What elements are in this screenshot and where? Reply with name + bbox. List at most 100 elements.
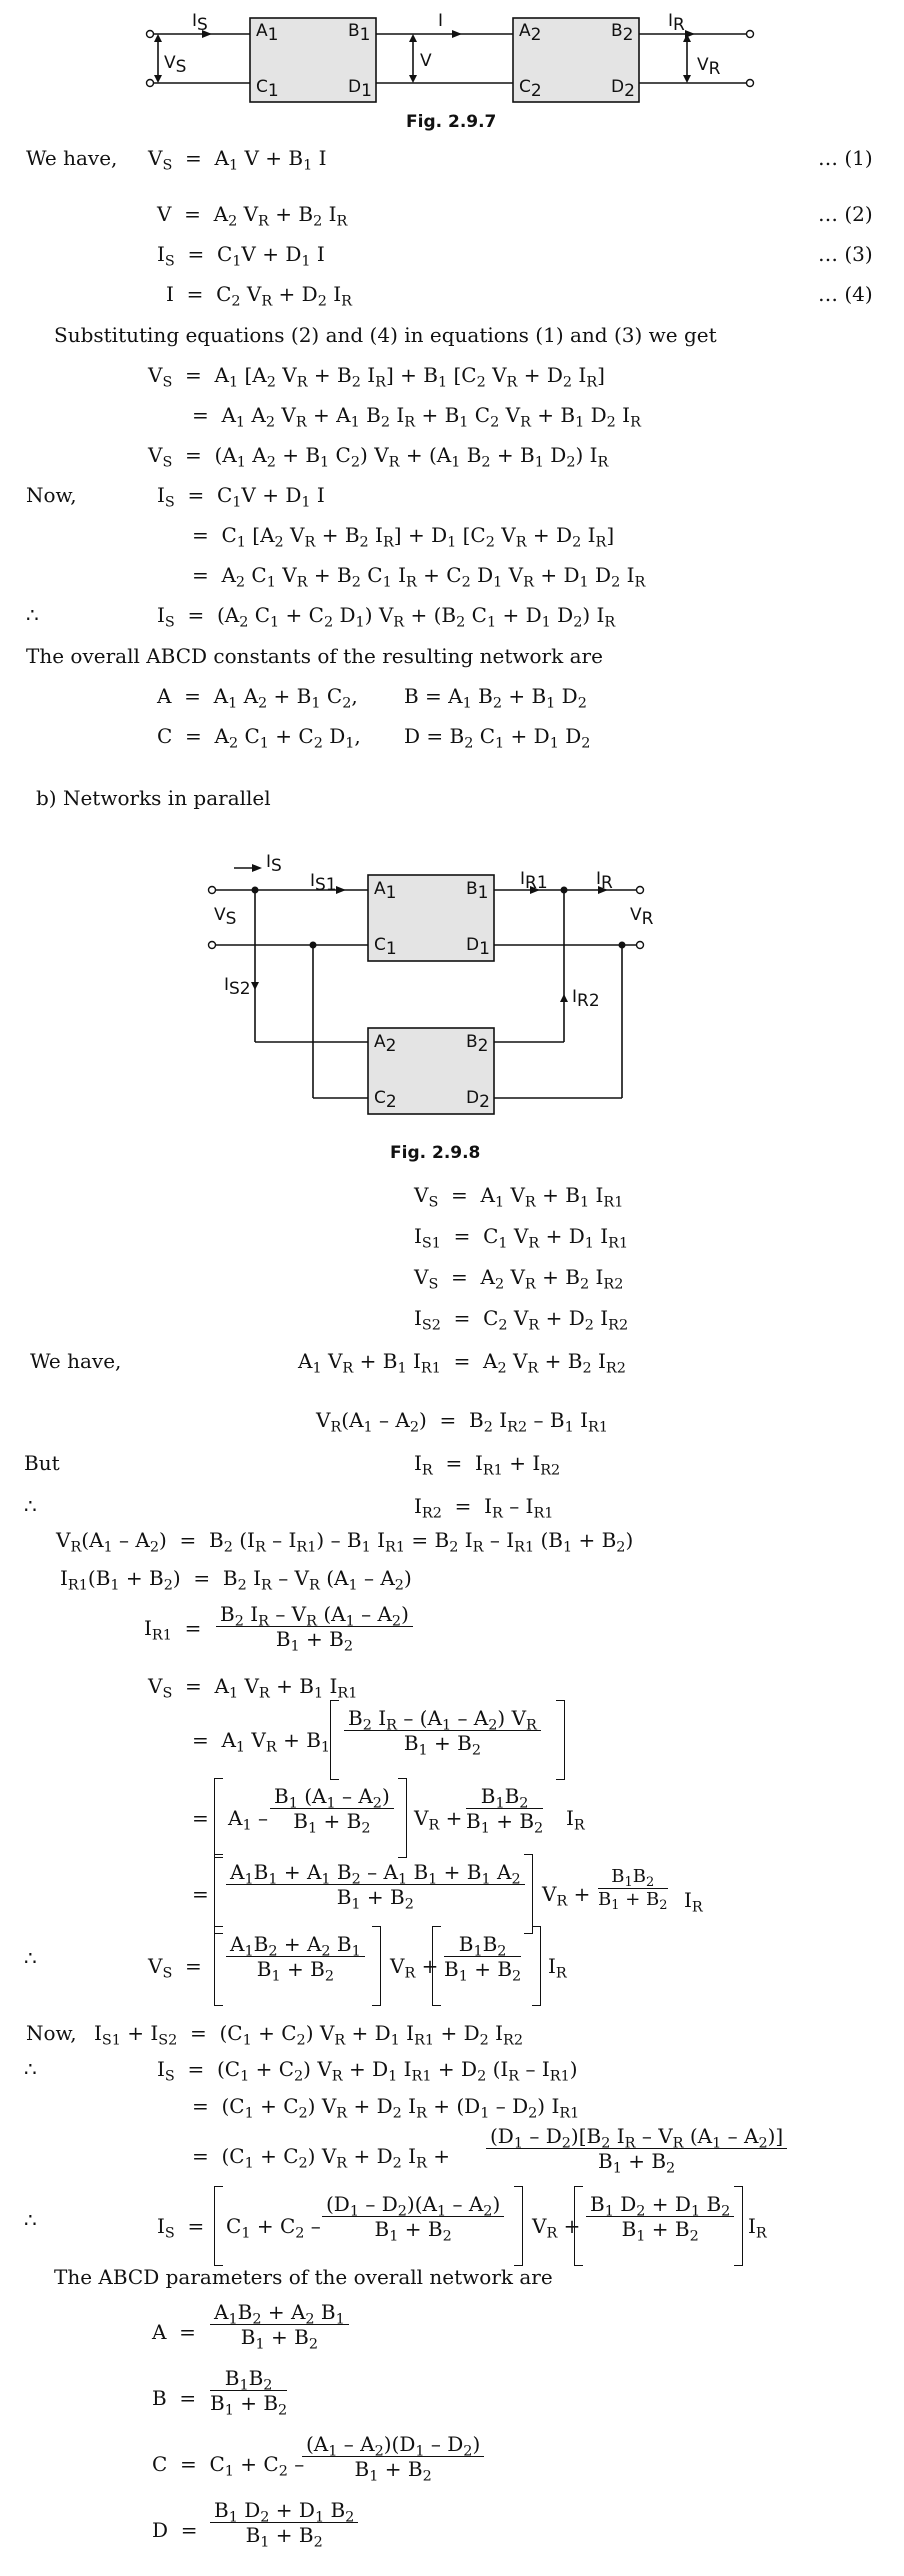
bracket-left: [574, 2186, 583, 2266]
eq-p-equate: A1 VR + B1 IR1 = A2 VR + B2 IR2: [298, 1349, 626, 1377]
bracket-right: [532, 1926, 541, 2006]
frac-param-d: B1 D2 + D1 B2 B1 + B2: [210, 2498, 359, 2550]
fig-caption-2-9-8: Fig. 2.9.8: [390, 1143, 481, 1163]
eq-3: IS = C1V + D1 I: [157, 242, 325, 270]
eq-p-is2: IS2 = C2 VR + D2 IR2: [414, 1306, 629, 1334]
eq-p-vs-final-lhs: VS =: [148, 1954, 202, 1982]
fig1-v-label: V: [420, 51, 432, 71]
bracket-right: [372, 1926, 381, 2006]
bracket-right: [514, 2186, 523, 2266]
param-b-lhs: B =: [152, 2386, 197, 2410]
fig2-b1-label: B1: [466, 879, 489, 903]
figure-2-9-8: IS IS1 VS IS2 A1 B1 C1 D1 A2 B2 C2 D2 IR…: [207, 852, 654, 1115]
eq-is-expand: = A2 C1 VR + B2 C1 IR + C2 D1 VR + D1 D2…: [192, 563, 646, 591]
eq-is-result: IS = (A2 C1 + C2 D1) VR + (B2 C1 + D1 D2…: [157, 603, 616, 631]
fig1-vs-label: VS: [164, 53, 186, 77]
fig1-is-label: IS: [192, 11, 208, 35]
eq-p-ir2: IR2 = IR – IR1: [414, 1494, 554, 1522]
fig1-c2-label: C2: [519, 77, 542, 101]
fig1-a1-label: A1: [256, 21, 278, 45]
frac-vs-final-a: A1B2 + A2 B1 B1 + B2: [226, 1932, 365, 1984]
eq-p-vs-3: VS = A1 VR + B1 IR1: [148, 1674, 358, 1702]
we-have-label: We have,: [26, 146, 118, 170]
bracket-left: [214, 1926, 223, 2006]
parallel-network-1-box: [367, 874, 495, 962]
therefore-3: ∴: [24, 1946, 37, 1970]
frac-is-final-b: B1 D2 + D1 B2 B1 + B2: [586, 2192, 735, 2244]
eq-p-is-expand: = (C1 + C2) VR + D2 IR + (D1 – D2) IR1: [192, 2094, 580, 2122]
eq-p-is-final-c: C1 + C2 –: [226, 2214, 321, 2242]
param-a-lhs: A =: [152, 2320, 196, 2344]
eq-number-4: … (4): [818, 282, 873, 306]
parallel-network-2-box: [367, 1027, 495, 1115]
eq-p-vs-2: VS = A2 VR + B2 IR2: [414, 1265, 624, 1293]
eq-p-ir1-sum: IR1(B1 + B2) = B2 IR – VR (A1 – A2): [60, 1566, 412, 1594]
eq-p-vs-5-vr: VR +: [414, 1806, 463, 1834]
fig2-a1-label: A1: [374, 879, 396, 903]
frac-is-sub: (D1 – D2)[B2 IR – VR (A1 – A2)] B1 + B2: [486, 2124, 788, 2176]
param-c-lhs: C = C1 + C2 –: [152, 2452, 305, 2480]
fig2-c1-label: C1: [374, 935, 397, 959]
fig2-is-label: IS: [266, 852, 282, 876]
eq-p-vs-final-ir: IR: [548, 1954, 567, 1982]
eq-number-1: … (1): [818, 146, 873, 170]
frac-param-c: (A1 – A2)(D1 – D2) B1 + B2: [302, 2432, 485, 2484]
fig2-a2-label: A2: [374, 1032, 396, 1056]
frac-param-b: B1B2 B1 + B2: [210, 2366, 288, 2419]
abcd-overall-text: The ABCD parameters of the overall netwo…: [54, 2265, 553, 2289]
therefore-1: ∴: [26, 603, 39, 627]
bracket-right: [398, 1778, 407, 1858]
eq-p-vs-6-vr: VR +: [542, 1882, 591, 1910]
network-2-box: [512, 17, 640, 103]
fig2-b2-label: B2: [466, 1032, 489, 1056]
eq-1: VS = A1 V + B1 I: [148, 146, 327, 174]
eq-is-sub: = C1 [A2 VR + B2 IR] + D1 [C2 VR + D2 IR…: [192, 523, 615, 551]
substituting-text: Substituting equations (2) and (4) in eq…: [54, 323, 717, 347]
bracket-left: [214, 1854, 223, 1934]
eq-p-vs-6-ir: IR: [684, 1888, 703, 1916]
frac-vs-4: B2 IR – (A1 – A2) VR B1 + B2: [344, 1706, 541, 1758]
fig2-ir1-label: IR1: [520, 869, 548, 893]
eq-number-2: … (2): [818, 202, 873, 226]
eq-is-1: IS = C1V + D1 I: [157, 483, 325, 511]
eq-p-is-frac-head: = (C1 + C2) VR + D2 IR +: [192, 2144, 451, 2172]
eq-p-vs-6-eq: =: [192, 1882, 209, 1906]
fig2-is2-label: IS2: [224, 975, 251, 999]
eq-c-series: C = A2 C1 + C2 D1,: [157, 724, 361, 752]
eq-p-vr-diff: VR(A1 – A2) = B2 IR2 – B1 IR1: [316, 1408, 608, 1436]
bracket-left: [432, 1926, 441, 2006]
parallel-heading: b) Networks in parallel: [36, 786, 271, 810]
bracket-right: [556, 1700, 565, 1780]
therefore-4: ∴: [24, 2057, 37, 2081]
param-d-lhs: D =: [152, 2518, 198, 2542]
fig2-c2-label: C2: [374, 1088, 397, 1112]
fig1-b2-label: B2: [611, 21, 634, 45]
eq-number-3: … (3): [818, 242, 873, 266]
eq-p-vs-final-vr: VR +: [390, 1954, 439, 1982]
eq-p-is-final-ir: IR: [748, 2214, 767, 2242]
eq-p-is-sub: IS = (C1 + C2) VR + D1 IR1 + D2 (IR – IR…: [157, 2057, 578, 2085]
fig2-ir-label: IR: [596, 869, 613, 893]
eq-vs-expand: = A1 A2 VR + A1 B2 IR + B1 C2 VR + B1 D2…: [192, 403, 641, 431]
eq-vs-sub: VS = A1 [A2 VR + B2 IR] + B1 [C2 VR + D2…: [148, 363, 605, 391]
bracket-right: [524, 1854, 533, 1934]
frac-vs-final-b: B1B2 B1 + B2: [444, 1932, 522, 1985]
bracket-left: [214, 1778, 223, 1858]
figure-2-9-7: IS VS A1 B1 C1 D1 I V A2 B2 C2 D2 IR VR: [145, 11, 755, 103]
fig1-c1-label: C1: [256, 77, 279, 101]
frac-vs-6a: A1B1 + A1 B2 – A1 B1 + B1 A2 B1 + B2: [226, 1860, 525, 1912]
eq-p-vs-5-a1: A1 –: [228, 1806, 268, 1834]
frac-vs-5b: B1B2 B1 + B2: [466, 1784, 544, 1837]
fig1-i-label: I: [438, 11, 443, 31]
fig1-ir-label: IR: [668, 11, 685, 35]
fig2-vr-label: VR: [630, 905, 654, 929]
eq-p-is-final-lhs: IS =: [157, 2214, 205, 2242]
eq-p-vs-1: VS = A1 VR + B1 IR1: [414, 1183, 624, 1211]
frac-vs-5a: B1 (A1 – A2) B1 + B2: [270, 1784, 394, 1836]
eq-p-is-sum: IS1 + IS2 = (C1 + C2) VR + D1 IR1 + D2 I…: [94, 2021, 524, 2049]
therefore-2: ∴: [24, 1494, 37, 1518]
frac-param-a: A1B2 + A2 B1 B1 + B2: [210, 2300, 349, 2352]
fig1-b1-label: B1: [348, 21, 371, 45]
fig2-vs-label: VS: [214, 905, 236, 929]
frac-vs-6b: B1B2 B1 + B2: [598, 1866, 668, 1913]
